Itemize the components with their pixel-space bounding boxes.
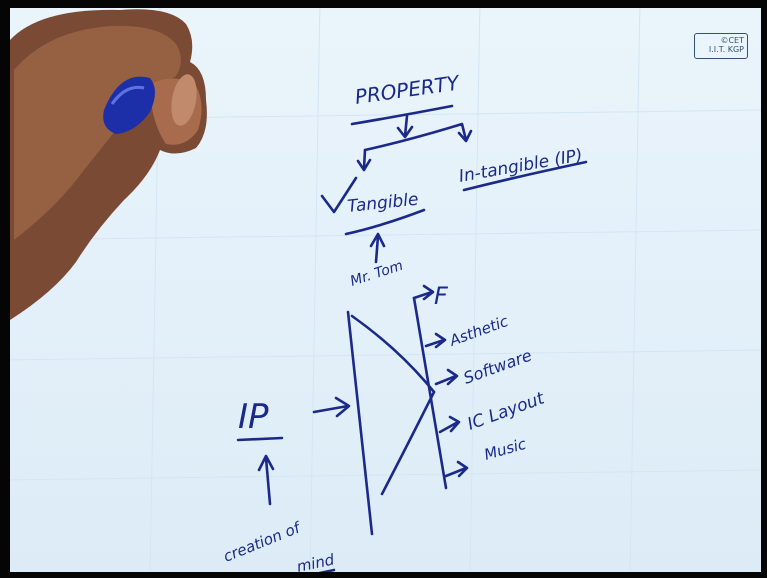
map-upper-stroke	[350, 314, 436, 394]
map-left-bar	[346, 310, 374, 536]
owner-arrow	[369, 232, 386, 264]
ip-type-arrows	[412, 284, 469, 478]
tangible-label: Tangible	[346, 190, 419, 217]
intangible-underline	[462, 160, 588, 192]
map-lower-stroke	[380, 390, 436, 496]
institution-watermark: ©CET I.I.T. KGP	[694, 33, 748, 59]
map-spine	[412, 296, 448, 490]
frame-border-right	[761, 0, 767, 578]
creation-arrow	[257, 454, 275, 506]
frame-border-top	[0, 0, 767, 8]
ip-source-line1: creation of	[221, 518, 305, 566]
ip-type-asthetic: Asthetic	[446, 312, 511, 350]
ip-type-f: F	[434, 282, 449, 310]
ip-label: IP	[238, 397, 269, 437]
watermark-line2: I.I.T. KGP	[708, 45, 744, 54]
frame-border-left	[0, 0, 10, 578]
ip-type-ic-layout: IC Layout	[465, 388, 548, 435]
tangible-arrow	[356, 148, 372, 172]
tangible-checkmark	[320, 176, 358, 214]
ip-to-map-arrow	[312, 396, 351, 418]
property-heading: PROPERTY	[353, 70, 462, 109]
property-branch-line	[363, 122, 473, 152]
watermark-line1: ©CET	[720, 36, 744, 45]
presenter-hand	[10, 9, 207, 320]
ip-type-software: Software	[461, 346, 535, 388]
property-split-arrow	[396, 114, 414, 139]
tangible-underline	[344, 208, 426, 236]
frame-border-bottom	[0, 572, 767, 578]
marker-pen	[103, 76, 155, 134]
ip-underline	[236, 436, 284, 442]
property-underline	[350, 104, 454, 126]
ip-type-music: Music	[482, 435, 529, 464]
